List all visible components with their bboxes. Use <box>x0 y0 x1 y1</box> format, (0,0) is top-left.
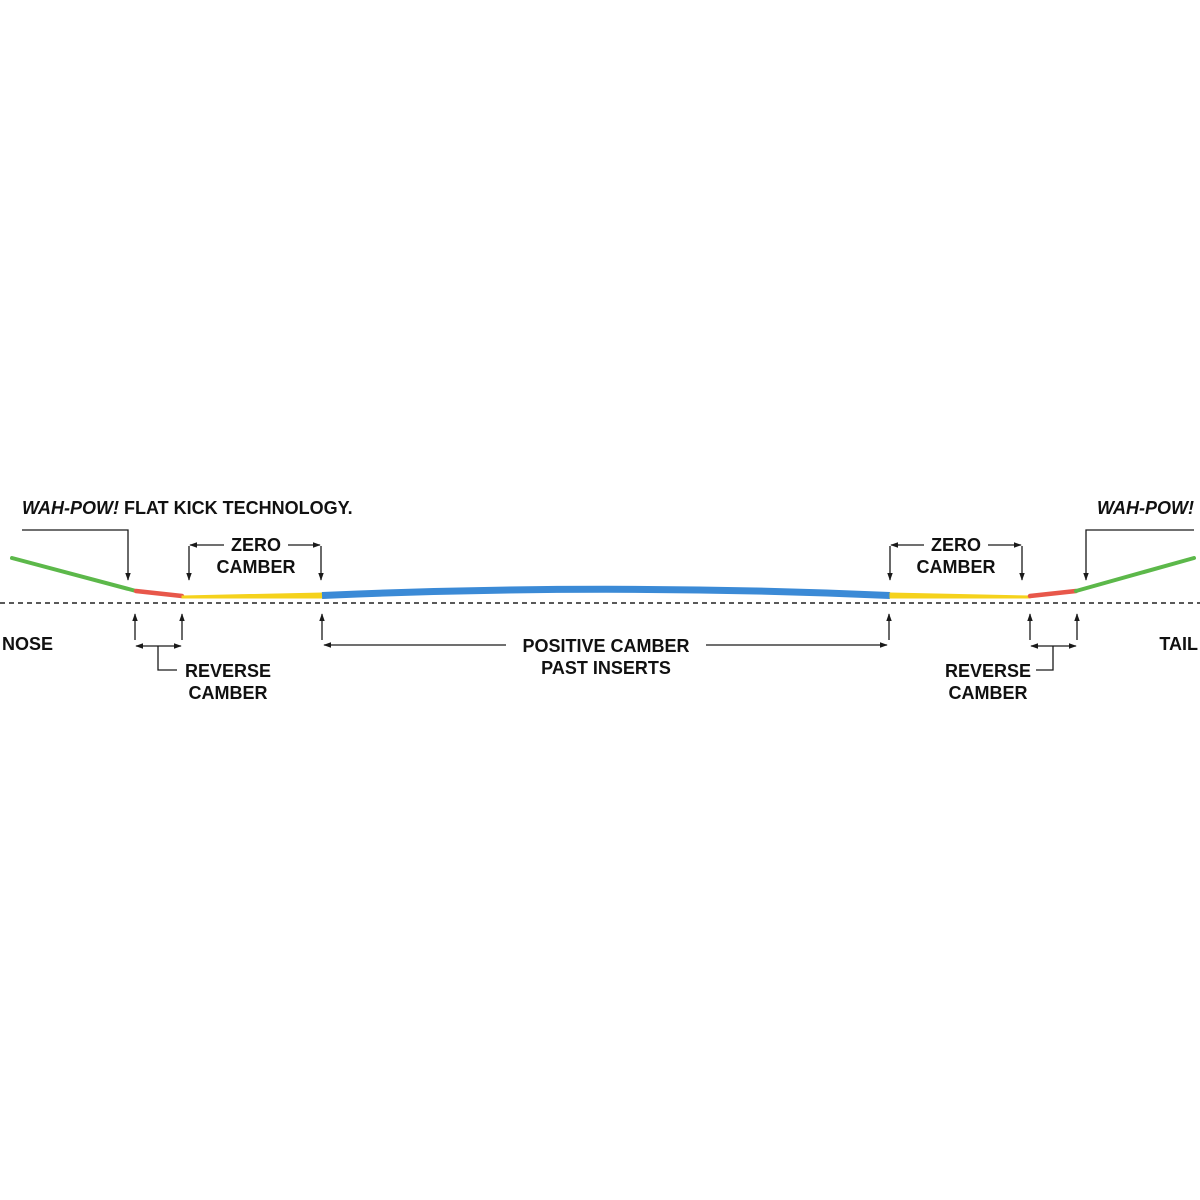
segment-zero-camber-tail <box>889 592 1031 599</box>
segment-reverse-camber-tail <box>1027 588 1079 599</box>
segment-positive-camber <box>321 585 891 599</box>
wahpow-flat-kick-label: WAH-POW! FLAT KICK TECHNOLOGY. <box>22 498 353 518</box>
wahpow-left-emphasis: WAH-POW! <box>22 498 119 518</box>
zero-camber-left-label-line1: ZERO <box>231 535 281 555</box>
positive-camber-label-line1: POSITIVE CAMBER <box>522 636 689 656</box>
zero-camber-right-label-line1: ZERO <box>931 535 981 555</box>
nose-label: NOSE <box>2 634 53 654</box>
reverse-camber-left-label-line1: REVERSE <box>185 661 271 681</box>
zero-camber-left-label-line2: CAMBER <box>217 557 296 577</box>
reverse-camber-right-label-line1: REVERSE <box>945 661 1031 681</box>
reverse-camber-left-leader <box>157 646 177 671</box>
wahpow-left-leader <box>22 529 131 581</box>
reverse-camber-right-leader <box>1036 646 1054 671</box>
wahpow-left-rest: FLAT KICK TECHNOLOGY. <box>119 498 353 518</box>
positive-camber-label-line2: PAST INSERTS <box>541 658 671 678</box>
segment-reverse-camber-nose <box>133 588 185 599</box>
reverse-camber-right-label-line2: CAMBER <box>949 683 1028 703</box>
wahpow-right-label: WAH-POW! <box>1097 498 1194 518</box>
wahpow-right-leader <box>1083 529 1194 581</box>
tail-label: TAIL <box>1159 634 1198 654</box>
reverse-camber-left-label-line2: CAMBER <box>189 683 268 703</box>
zero-camber-right-label-line2: CAMBER <box>917 557 996 577</box>
segment-flat-kick-tail <box>1074 556 1196 593</box>
segment-flat-kick-nose <box>10 556 138 593</box>
segment-zero-camber-nose <box>181 592 323 599</box>
